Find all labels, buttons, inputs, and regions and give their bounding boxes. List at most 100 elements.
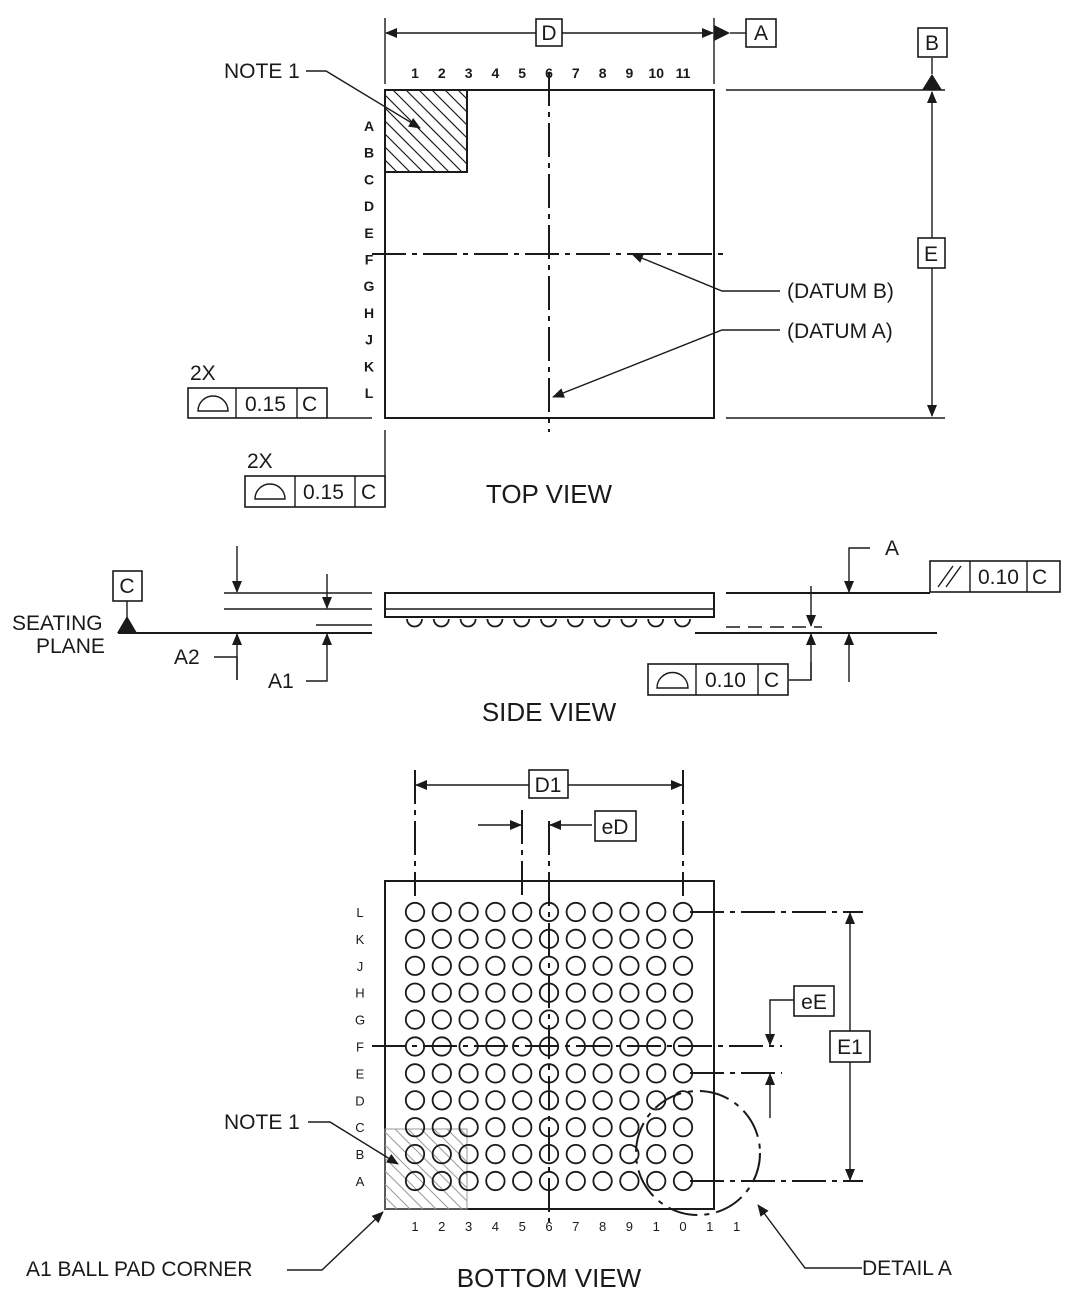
top-column-label: 10 — [648, 65, 664, 81]
side-ball-row — [406, 618, 691, 628]
bottom-row-label: K — [356, 932, 365, 947]
solder-ball — [592, 1117, 613, 1138]
datum-a-label: (DATUM A) — [787, 320, 893, 343]
solder-ball — [646, 955, 667, 976]
solder-ball — [512, 1144, 533, 1165]
side-ball — [647, 618, 665, 628]
solder-ball — [646, 901, 667, 923]
bottom-row-label: L — [356, 905, 363, 920]
top-a1-hatch — [384, 89, 468, 173]
solder-ball — [458, 928, 479, 950]
top-column-label: 3 — [465, 65, 473, 81]
solder-ball — [592, 1170, 613, 1192]
side-ball — [459, 618, 477, 628]
profile-surface-icon — [197, 395, 229, 412]
bottom-row-label: C — [355, 1120, 364, 1135]
dim-e-label: E — [924, 243, 938, 266]
solder-ball — [619, 982, 640, 1003]
solder-ball — [458, 955, 479, 976]
solder-ball — [485, 928, 506, 950]
solder-ball — [619, 1009, 640, 1030]
bottom-row-label: A — [356, 1174, 365, 1189]
tol-profile-010-value: 0.10 — [705, 669, 746, 692]
side-view-title: SIDE VIEW — [482, 697, 617, 727]
solder-ball — [485, 901, 506, 923]
profile-surface-icon — [656, 671, 689, 689]
bottom-column-label: 1 — [411, 1219, 418, 1234]
bottom-row-label: G — [355, 1013, 365, 1028]
solder-ball — [431, 1009, 452, 1030]
top-row-label: C — [364, 171, 374, 187]
solder-ball — [512, 1009, 533, 1030]
solder-ball — [565, 955, 586, 976]
solder-ball — [404, 901, 426, 923]
solder-ball — [431, 1170, 452, 1192]
solder-ball — [512, 928, 533, 950]
solder-ball — [485, 1063, 506, 1084]
datum-b-label: (DATUM B) — [787, 280, 894, 303]
bottom-row-label: B — [356, 1147, 365, 1162]
solder-ball — [565, 1009, 586, 1030]
solder-ball — [619, 901, 640, 923]
solder-ball — [646, 1170, 667, 1192]
seating-plane-line1: SEATING — [12, 612, 103, 635]
solder-ball — [458, 982, 479, 1003]
bottom-row-label: H — [355, 986, 364, 1001]
solder-ball — [458, 1090, 479, 1111]
solder-ball — [458, 1144, 479, 1165]
side-package-body — [384, 592, 715, 618]
solder-ball — [485, 1117, 506, 1138]
solder-ball — [672, 982, 694, 1003]
solder-ball — [458, 1117, 479, 1138]
solder-ball — [458, 1009, 479, 1030]
detail-a-label: DETAIL A — [862, 1257, 952, 1280]
dim-ed-label: eD — [602, 816, 629, 839]
solder-ball — [565, 1117, 586, 1138]
solder-ball — [512, 901, 533, 923]
solder-ball — [592, 901, 613, 923]
tol-frame-2-value: 0.15 — [303, 481, 344, 504]
solder-ball — [672, 928, 694, 950]
top-row-label: L — [365, 385, 374, 401]
solder-ball — [458, 1063, 479, 1084]
solder-ball — [485, 955, 506, 976]
solder-ball — [672, 955, 694, 976]
solder-ball — [512, 955, 533, 976]
top-column-label: 6 — [545, 65, 553, 81]
top-column-label: 1 — [411, 65, 419, 81]
ball-grid — [404, 901, 694, 1192]
tol-parallel-datum: C — [1032, 566, 1047, 589]
solder-ball — [619, 1063, 640, 1084]
solder-ball — [404, 1090, 426, 1111]
solder-ball — [646, 1009, 667, 1030]
solder-ball — [431, 901, 452, 923]
solder-ball — [592, 928, 613, 950]
solder-ball — [565, 901, 586, 923]
bottom-column-label: 7 — [572, 1219, 579, 1234]
bottom-column-label: 5 — [519, 1219, 526, 1234]
solder-ball — [646, 928, 667, 950]
solder-ball — [512, 1117, 533, 1138]
solder-ball — [619, 1144, 640, 1165]
solder-ball — [672, 1170, 694, 1192]
solder-ball — [431, 1090, 452, 1111]
top-2x-label-1: 2X — [190, 362, 216, 385]
bottom-column-label: 9 — [626, 1219, 633, 1234]
solder-ball — [512, 1063, 533, 1084]
solder-ball — [565, 1170, 586, 1192]
solder-ball — [592, 955, 613, 976]
solder-ball — [458, 901, 479, 923]
bottom-a1-hatch — [384, 1128, 468, 1210]
solder-ball — [619, 955, 640, 976]
solder-ball — [672, 901, 694, 923]
side-ball — [566, 618, 584, 628]
solder-ball — [485, 1144, 506, 1165]
solder-ball — [512, 982, 533, 1003]
profile-surface-icon — [254, 483, 286, 500]
solder-ball — [565, 928, 586, 950]
top-row-label: D — [364, 198, 374, 214]
solder-ball — [592, 1009, 613, 1030]
